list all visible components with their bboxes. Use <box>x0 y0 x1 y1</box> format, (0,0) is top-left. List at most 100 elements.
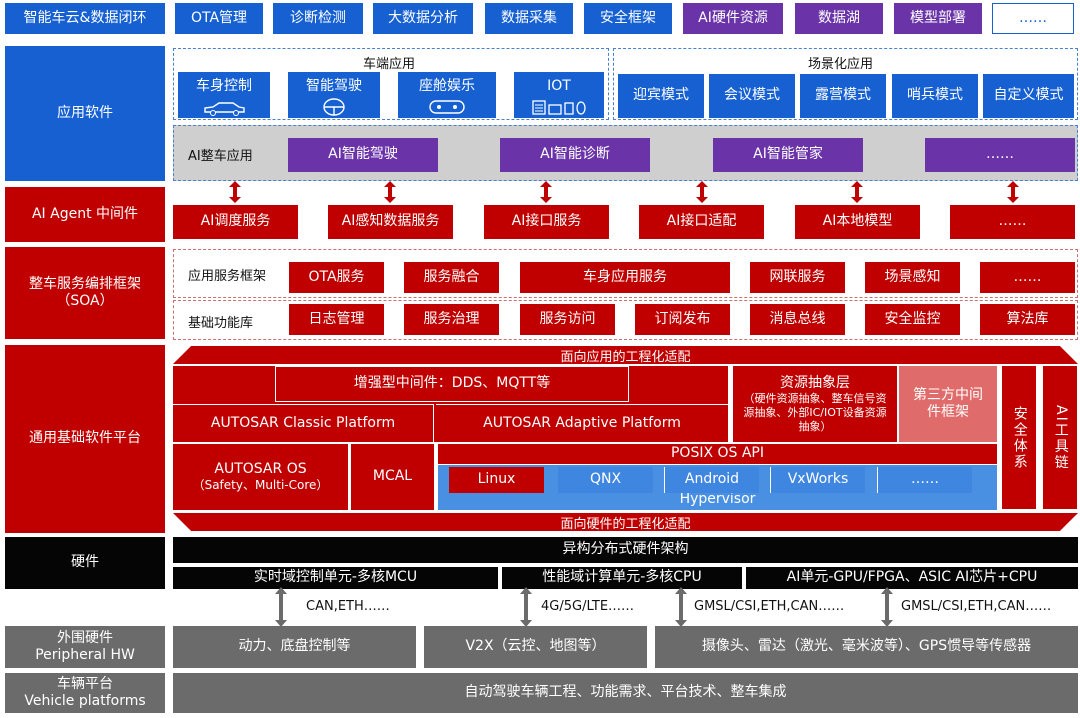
soa-connected-service: 网联服务 <box>750 262 845 293</box>
soa-body-app-service: 车身应用服务 <box>520 262 730 293</box>
app-iot: IOT <box>514 72 604 118</box>
vehicle-apps-frame <box>173 48 609 120</box>
double-arrow-icon <box>675 587 687 627</box>
app-cockpit-entertainment: 座舱娱乐 <box>398 72 496 118</box>
ai-vehicle-more: …… <box>925 138 1075 172</box>
ai-vehicle-label: AI整车应用 <box>188 149 253 164</box>
scene-camping: 露营模式 <box>800 74 886 118</box>
left-base-platform: 通用基础软件平台 <box>5 345 165 533</box>
soa-security-monitor: 安全监控 <box>865 304 960 335</box>
ai-smart-butler: AI智能管家 <box>713 138 863 172</box>
vehicle-platform-desc: 自动驾驶车辆工程、功能需求、平台技术、整车集成 <box>173 673 1078 713</box>
top-diagnostics: 诊断检测 <box>273 3 363 34</box>
soa-pub-sub: 订阅发布 <box>635 304 730 335</box>
resource-abstraction: 资源抽象层 （硬件资源抽象、整车信号资源抽象、外部IC/IOT设备资源抽象） <box>733 366 897 442</box>
posix-os-api: POSIX OS API <box>438 444 997 464</box>
interface-can-eth: CAN,ETH…… <box>306 599 390 614</box>
interface-cellular: 4G/5G/LTE…… <box>541 599 635 614</box>
ai-smart-diagnosis: AI智能诊断 <box>500 138 650 172</box>
hw-realtime-mcu: 实时域控制单元-多核MCU <box>173 567 498 589</box>
agent-local-model: AI本地模型 <box>795 205 920 239</box>
soa-scene-sensing: 场景感知 <box>865 262 960 293</box>
hw-performance-cpu: 性能域计算单元-多核CPU <box>502 567 742 589</box>
agent-scheduling: AI调度服务 <box>173 205 298 239</box>
scene-meeting: 会议模式 <box>709 74 795 118</box>
soa-base-frame <box>173 300 1078 340</box>
os-android: Android <box>664 467 759 493</box>
interface-gmsl-2: GMSL/CSI,ETH,CAN…… <box>901 599 1052 614</box>
os-more: …… <box>877 467 972 493</box>
soa-app-frame <box>173 249 1078 298</box>
left-soa: 整车服务编排框架 （SOA） <box>5 247 165 339</box>
app-body-control-label: 车身控制 <box>196 78 252 94</box>
autosar-classic: AUTOSAR Classic Platform <box>173 404 434 442</box>
app-iot-label: IOT <box>547 78 571 94</box>
app-smart-driving-label: 智能驾驶 <box>306 78 362 94</box>
double-arrow-icon <box>229 181 241 203</box>
top-data-lake: 数据湖 <box>795 3 883 34</box>
os-linux: Linux <box>449 467 544 493</box>
double-arrow-icon <box>540 181 552 203</box>
left-ai-agent: AI Agent 中间件 <box>5 187 165 242</box>
double-arrow-icon <box>520 587 532 627</box>
os-vxworks: VxWorks <box>770 467 865 493</box>
peripheral-v2x: V2X（云控、地图等） <box>424 626 647 668</box>
top-security-framework: 安全框架 <box>584 3 672 34</box>
soa-log-management: 日志管理 <box>289 304 384 335</box>
resource-abstraction-title: 资源抽象层 <box>780 374 850 391</box>
agent-more: …… <box>950 205 1075 239</box>
security-system: 安全体系 <box>1002 366 1036 509</box>
double-arrow-icon <box>851 181 863 203</box>
soa-service-governance: 服务治理 <box>404 304 499 335</box>
app-body-control: 车身控制 <box>178 72 270 118</box>
third-party-middleware: 第三方中间件框架 <box>899 366 997 442</box>
left-hardware: 硬件 <box>5 537 165 589</box>
interface-gmsl-1: GMSL/CSI,ETH,CAN…… <box>694 599 845 614</box>
double-arrow-icon <box>275 587 287 627</box>
ai-smart-driving: AI智能驾驶 <box>288 138 438 172</box>
soa-ota-service: OTA服务 <box>289 262 384 293</box>
soa-message-bus: 消息总线 <box>750 304 845 335</box>
soa-service-access: 服务访问 <box>520 304 615 335</box>
app-engineering-adapt: 面向应用的工程化适配 <box>173 346 1078 364</box>
agent-interface-adapt: AI接口适配 <box>639 205 764 239</box>
app-cockpit-label: 座舱娱乐 <box>419 78 475 94</box>
soa-base-label: 基础功能库 <box>188 316 254 331</box>
double-arrow-icon <box>384 181 396 203</box>
agent-interface-service: AI接口服务 <box>484 205 609 239</box>
hypervisor-label: Hypervisor <box>679 490 756 507</box>
soa-app-more: …… <box>980 262 1075 293</box>
scene-custom: 自定义模式 <box>983 74 1074 118</box>
autosar-adaptive: AUTOSAR Adaptive Platform <box>436 404 728 442</box>
double-arrow-icon <box>881 587 893 627</box>
left-peripheral: 外围硬件 Peripheral HW <box>5 626 165 668</box>
os-qnx: QNX <box>558 467 653 493</box>
soa-app-label: 应用服务框架 <box>188 269 267 284</box>
scene-sentry: 哨兵模式 <box>892 74 978 118</box>
scene-apps-frame <box>613 48 1078 120</box>
app-smart-driving: 智能驾驶 <box>288 72 380 118</box>
gamepad-icon <box>429 100 465 114</box>
autosar-os: AUTOSAR OS （Safety、Multi-Core） <box>173 444 348 510</box>
car-icon <box>204 102 245 116</box>
scene-apps-title: 场景化应用 <box>808 57 874 72</box>
peripheral-sensors: 摄像头、雷达（激光、毫米波等）、GPS惯导等传感器 <box>655 626 1078 668</box>
soa-algorithm-lib: 算法库 <box>980 304 1075 335</box>
enhanced-middleware: 增强型中间件：DDS、MQTT等 <box>275 366 629 402</box>
iot-devices-icon <box>532 100 586 115</box>
hw-engineering-adapt: 面向硬件的工程化适配 <box>173 513 1078 531</box>
agent-perception-data: AI感知数据服务 <box>328 205 453 239</box>
peripheral-powertrain: 动力、底盘控制等 <box>173 626 416 668</box>
double-arrow-icon <box>1007 181 1019 203</box>
top-data-collection: 数据采集 <box>485 3 573 34</box>
top-more: …… <box>992 3 1074 34</box>
soa-service-fusion: 服务融合 <box>404 262 499 293</box>
top-ota-management: OTA管理 <box>175 3 263 34</box>
scene-welcome: 迎宾模式 <box>618 74 704 118</box>
ai-toolchain: AI工具链 <box>1043 366 1077 509</box>
top-big-data: 大数据分析 <box>373 3 473 34</box>
vehicle-apps-title: 车端应用 <box>363 57 416 72</box>
steering-wheel-icon <box>323 98 345 116</box>
top-ai-hw-resources: AI硬件资源 <box>683 3 783 34</box>
top-model-deploy: 模型部署 <box>894 3 982 34</box>
